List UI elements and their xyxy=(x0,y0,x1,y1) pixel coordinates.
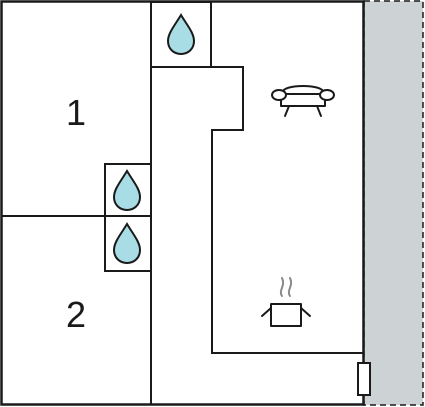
corridor-wall-right xyxy=(151,66,363,354)
room-number-2: 2 xyxy=(66,294,86,335)
room-number-1: 1 xyxy=(66,92,86,133)
terrace-area xyxy=(363,0,424,406)
cooking-pot-icon xyxy=(261,277,311,327)
water-drop-icon xyxy=(112,169,142,212)
water-drop-icon xyxy=(166,13,196,56)
sofa-icon xyxy=(271,85,335,117)
water-drop-icon xyxy=(112,222,142,265)
door xyxy=(357,362,371,396)
outer-wall xyxy=(0,0,365,406)
bathroom-mid-lower xyxy=(104,215,152,272)
